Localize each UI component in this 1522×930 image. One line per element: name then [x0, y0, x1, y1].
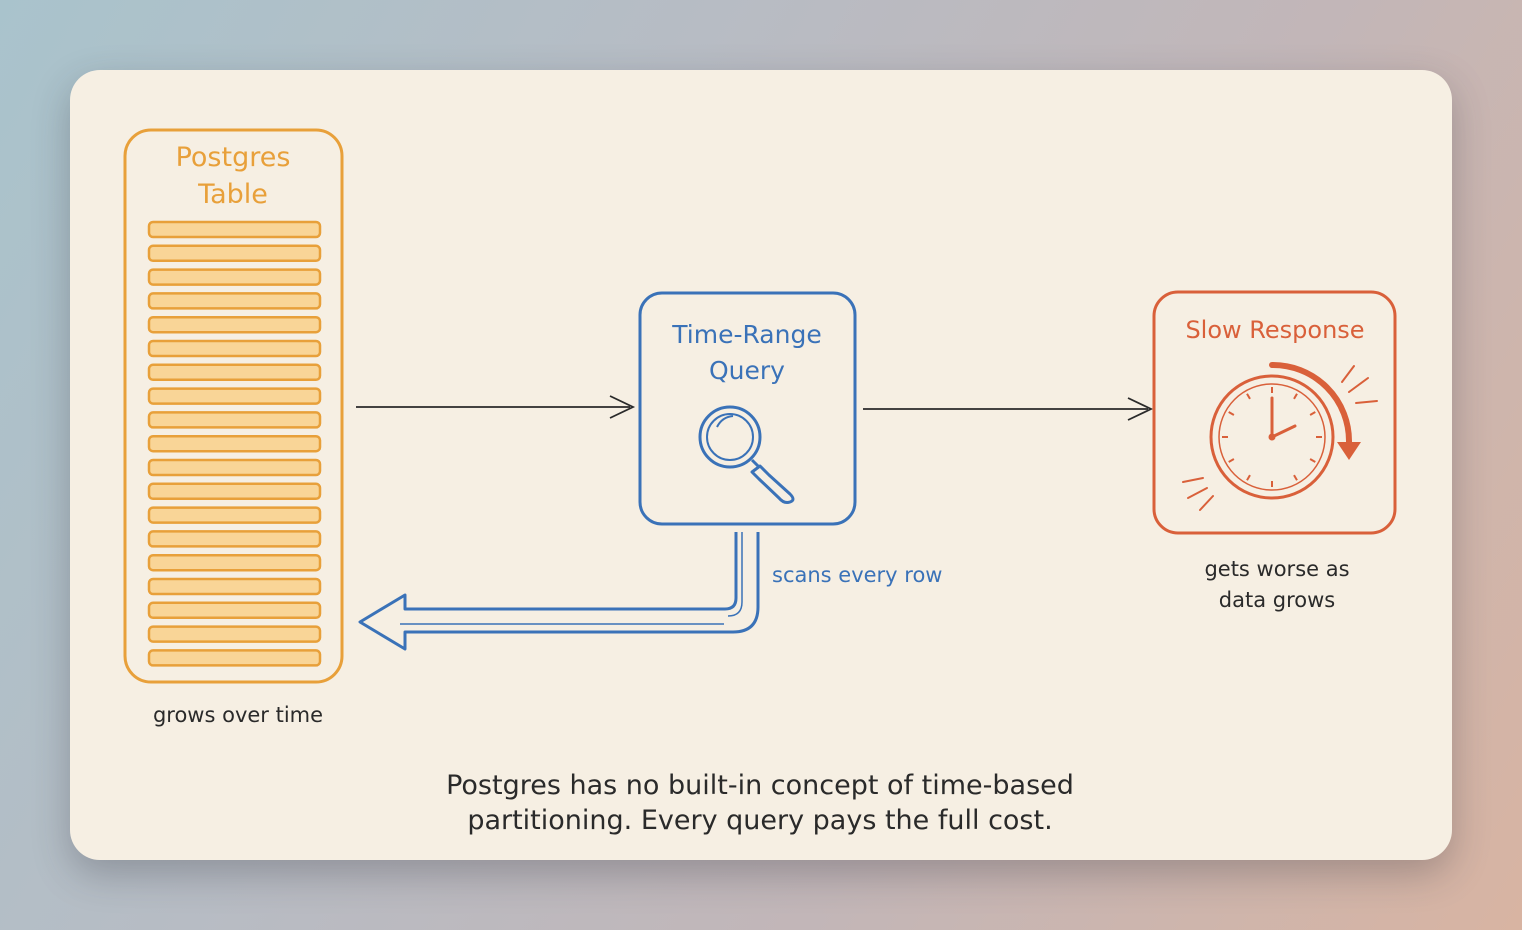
- table-row: [147, 339, 322, 358]
- table-rows: [147, 220, 322, 667]
- response-frame: [1152, 290, 1397, 535]
- table-row: [147, 315, 322, 334]
- response-title: Slow Response: [1185, 316, 1364, 344]
- table-row: [147, 601, 322, 620]
- table-row: [147, 625, 322, 643]
- table-row: [147, 649, 322, 667]
- response-caption-line2: data grows: [1219, 588, 1335, 612]
- response-caption-line1: gets worse as: [1204, 557, 1349, 581]
- table-row: [147, 363, 322, 382]
- clock-tick: [1293, 474, 1298, 481]
- table-caption: grows over time: [153, 703, 323, 727]
- clock-tick: [1293, 393, 1298, 400]
- table-row: [147, 553, 322, 572]
- footer-line2: partitioning. Every query pays the full …: [467, 805, 1053, 837]
- diagram-card: Postgres Table grows over time Time-Rang…: [70, 70, 1452, 860]
- table-row: [147, 458, 322, 477]
- clock-tick: [1309, 458, 1316, 463]
- query-title-line1: Time-Range: [671, 320, 821, 349]
- table-row: [147, 268, 322, 286]
- clock-tick: [1309, 411, 1316, 416]
- slow-response: Slow Response: [1152, 290, 1397, 535]
- table-row: [147, 482, 322, 501]
- table-row: [147, 530, 322, 548]
- table-frame: [123, 128, 344, 684]
- footer-caption: Postgres has no built-in concept of time…: [370, 768, 1150, 838]
- table-title-line1: Postgres: [176, 142, 291, 173]
- arrow-table-to-query: [356, 395, 636, 419]
- clock-tick: [1246, 474, 1251, 481]
- clock-tick: [1246, 393, 1251, 400]
- table-row: [147, 411, 322, 429]
- magnifier-icon: [698, 405, 795, 504]
- time-range-query: Time-Range Query: [638, 291, 857, 526]
- scan-label: scans every row: [772, 563, 942, 587]
- table-row: [147, 244, 322, 263]
- table-row: [147, 220, 322, 239]
- clock-tick: [1228, 458, 1235, 463]
- arrow-query-to-response: [863, 397, 1154, 421]
- postgres-table: Postgres Table: [123, 128, 344, 684]
- table-row: [147, 434, 322, 453]
- query-frame: [638, 291, 857, 526]
- table-row: [147, 292, 322, 310]
- query-title-line2: Query: [709, 356, 785, 385]
- scan-arrow: [358, 532, 760, 651]
- diagram-canvas: Postgres Table grows over time Time-Rang…: [123, 128, 1397, 727]
- table-row: [147, 577, 322, 596]
- table-row: [147, 387, 322, 405]
- footer-line1: Postgres has no built-in concept of time…: [446, 770, 1074, 801]
- clock-tick: [1228, 411, 1235, 416]
- clock-icon: [1182, 361, 1378, 511]
- table-title-line2: Table: [197, 179, 268, 210]
- table-row: [147, 506, 322, 524]
